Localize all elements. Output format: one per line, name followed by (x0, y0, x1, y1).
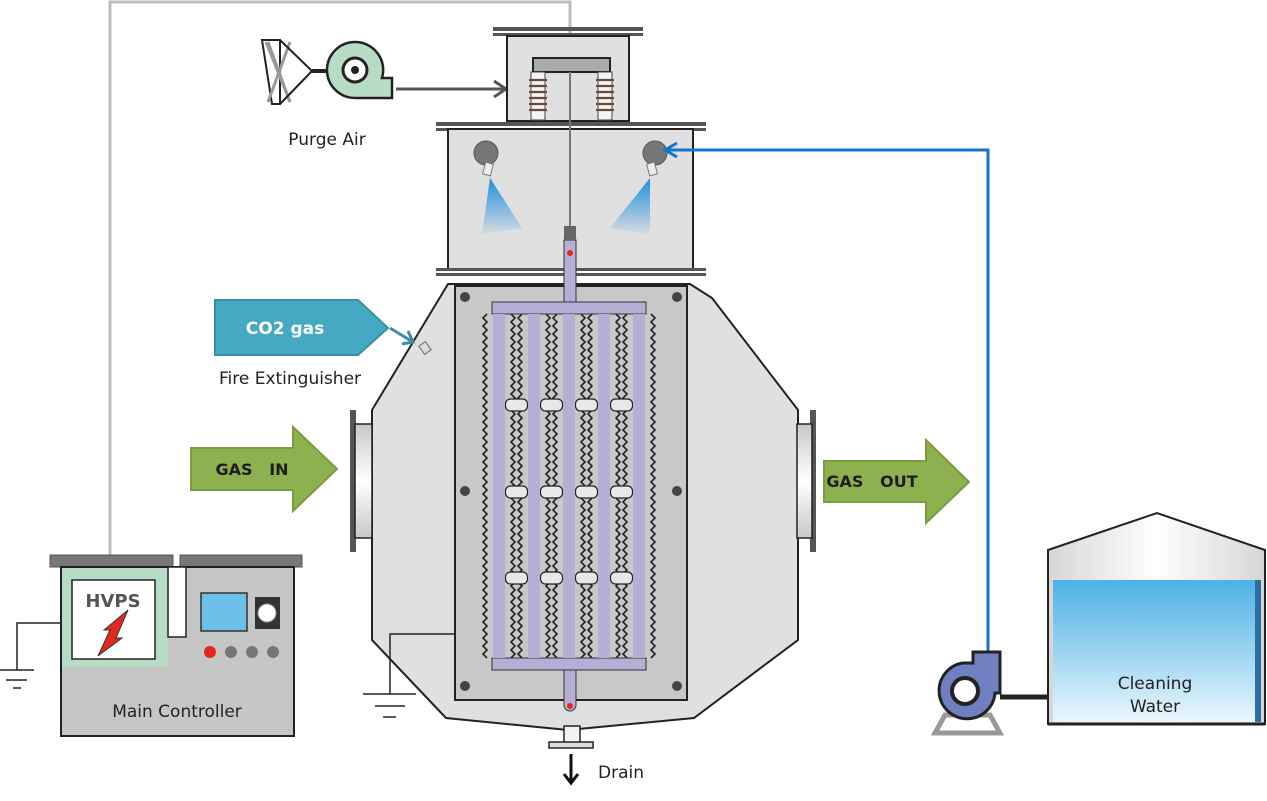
discharge-electrode (528, 314, 540, 658)
indicator-light-red (204, 646, 216, 658)
insulator-icon (596, 71, 614, 121)
indicator-light (225, 646, 237, 658)
co2-gas-arrow (214, 299, 416, 356)
electrode-top-bar (491, 301, 647, 315)
insulator-chamber (493, 27, 643, 122)
spacer-block (504, 485, 529, 499)
drain-outlet (548, 725, 594, 749)
discharge-electrode (633, 314, 645, 658)
high-voltage-icon (97, 609, 129, 657)
cleaning-water-line (662, 141, 990, 655)
cleaning-water-label-line2: Water (1130, 697, 1180, 717)
fire-extinguisher-label: Fire Extinguisher (219, 369, 361, 389)
ground-icon (0, 622, 61, 689)
indicator-light (246, 646, 258, 658)
main-controller-label: Main Controller (112, 702, 242, 722)
co2-gas-label: CO2 gas (246, 319, 324, 339)
electrode-bottom-bar (491, 657, 647, 671)
main-controller (49, 554, 303, 737)
purge-air-blower-icon (260, 39, 394, 105)
spacer-block (609, 485, 634, 499)
discharge-electrode-frame (481, 226, 657, 712)
gas-in-arrow (190, 424, 339, 514)
spacer-block (574, 571, 599, 585)
purge-air-label: Purge Air (288, 130, 365, 150)
insulator-icon (529, 71, 547, 121)
gas-out-label: GAS OUT (826, 472, 917, 491)
controller-display (200, 592, 248, 632)
discharge-electrode (598, 314, 610, 658)
spacer-block (609, 571, 634, 585)
hvps-label: HVPS (85, 591, 140, 612)
cleaning-water-label-line1: Cleaning (1118, 674, 1193, 694)
rod-pin (567, 250, 573, 256)
lower-support-rod (563, 669, 577, 712)
rod-pin (567, 703, 573, 709)
spacer-block (574, 398, 599, 412)
water-pump-icon (930, 650, 1048, 736)
gas-out-arrow (823, 437, 971, 526)
upper-support-rod (563, 239, 577, 303)
spacer-block (539, 485, 564, 499)
cleaning-water-tank (1047, 511, 1266, 726)
rod-connector (564, 226, 576, 240)
gas-in-label: GAS IN (215, 460, 288, 479)
controller-dial-icon (257, 603, 277, 623)
discharge-electrode (563, 314, 575, 658)
spray-nozzle-icon (610, 140, 668, 234)
spacer-block (504, 398, 529, 412)
discharge-electrode (493, 314, 505, 658)
spray-nozzle-icon (473, 140, 522, 234)
spacer-block (504, 571, 529, 585)
indicator-light (267, 646, 279, 658)
spacer-block (539, 398, 564, 412)
collecting-tube-wall (649, 313, 657, 659)
drain-label: Drain (598, 763, 644, 783)
ground-icon (363, 633, 455, 718)
purge-air-line (396, 79, 509, 99)
drain-arrow-icon (562, 754, 580, 786)
collecting-tube-wall (481, 313, 489, 659)
spacer-block (574, 485, 599, 499)
spacer-block (609, 398, 634, 412)
spacer-block (539, 571, 564, 585)
